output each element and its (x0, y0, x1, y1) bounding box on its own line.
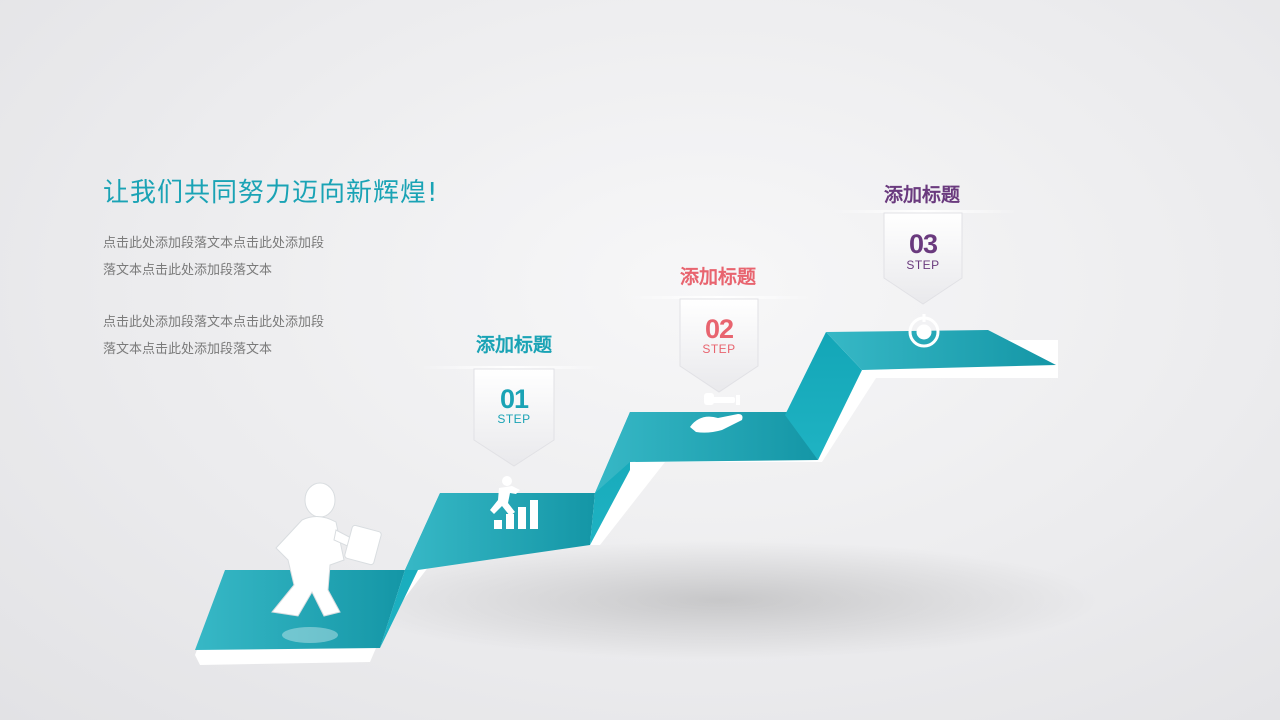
hand-with-key-icon (690, 393, 743, 433)
growth-chart-runner-icon (490, 476, 538, 529)
step-2-title: 添加标题 (679, 266, 757, 288)
step-2-pin (625, 296, 813, 393)
step-1-word: STEP (497, 412, 531, 426)
step-3-pin (830, 210, 1018, 305)
step-3-title: 添加标题 (883, 184, 961, 206)
step-3-word: STEP (906, 258, 940, 272)
target-icon (908, 314, 940, 348)
floor-shadow (340, 540, 1100, 660)
paragraph-1: 点击此处添加段落文本点击此处添加段 落文本点击此处添加段落文本 (103, 236, 325, 278)
step-1-number: 01 (499, 384, 529, 414)
step-1-title: 添加标题 (475, 334, 553, 356)
headline: 让我们共同努力迈向新辉煌! (103, 178, 439, 208)
stair-tread-2 (405, 493, 595, 570)
paragraph-2: 点击此处添加段落文本点击此处添加段 落文本点击此处添加段落文本 (103, 315, 325, 357)
walking-person-icon (271, 482, 382, 617)
stair-tread-3 (595, 412, 818, 493)
stair-riser-3 (785, 332, 862, 460)
step-2-number: 02 (704, 314, 734, 344)
step-2-word: STEP (702, 342, 736, 356)
step-3-number: 03 (908, 229, 938, 259)
stair-tread-4 (826, 330, 1056, 370)
step-1-pin (420, 366, 605, 467)
person-reflection (282, 627, 338, 643)
